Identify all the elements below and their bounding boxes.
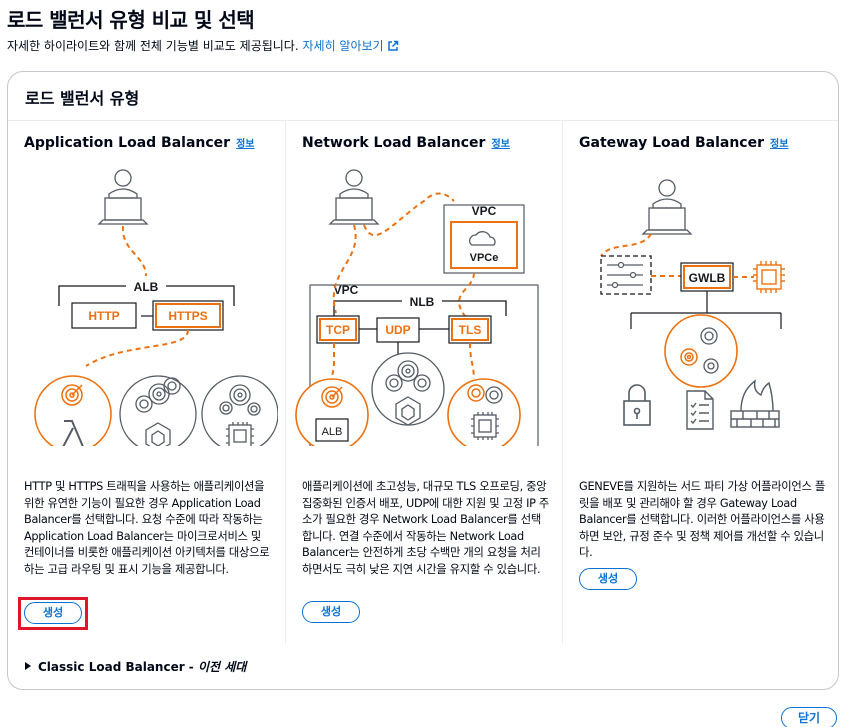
caret-right-icon	[25, 662, 31, 670]
user-icon	[328, 169, 380, 225]
highlight-box	[18, 597, 88, 630]
vpc-label: VPC	[334, 283, 359, 297]
lambda-target-group	[34, 375, 112, 446]
tls-label: TLS	[459, 323, 482, 337]
vpc-top-label: VPC	[472, 204, 497, 218]
alb-diagram: ALB HTTP HTTPS	[34, 169, 278, 446]
card-title-text: Network Load Balancer	[302, 135, 486, 151]
chip-icon	[753, 261, 785, 293]
tcp-label: TCP	[326, 323, 350, 337]
http-label: HTTP	[88, 309, 119, 323]
udp-label: UDP	[385, 323, 410, 337]
learn-more-link[interactable]: 자세히 알아보기	[303, 39, 399, 53]
lock-icon	[623, 384, 651, 426]
https-label: HTTPS	[168, 309, 207, 323]
page-description-text: 자세한 하이라이트와 함께 전체 기능별 비교도 제공됩니다.	[7, 39, 299, 53]
card-gateway-load-balancer: Gateway Load Balancer 정보 GWLB	[562, 121, 839, 644]
create-nlb-button[interactable]: 생성	[302, 601, 360, 623]
section-title: 로드 밸런서 유형	[25, 89, 140, 108]
card-title-text: Gateway Load Balancer	[579, 135, 764, 151]
appliance-icon	[607, 261, 643, 289]
lambda-icon	[62, 420, 84, 446]
page-description: 자세한 하이라이트와 함께 전체 기능별 비교도 제공됩니다. 자세히 알아보기	[7, 37, 399, 54]
classic-label: Classic Load Balancer -	[38, 660, 198, 674]
card-title-text: Application Load Balancer	[24, 135, 231, 151]
gwlb-label: GWLB	[689, 271, 726, 285]
card-description: 애플리케이션에 초고성능, 대규모 TLS 오프로딩, 중앙 집중화된 인증서 …	[302, 480, 550, 576]
user-icon	[97, 169, 149, 225]
document-checklist-icon	[686, 390, 714, 430]
info-link[interactable]: 정보	[491, 139, 510, 150]
card-application-load-balancer: Application Load Balancer 정보 ALB HTTP HTT…	[8, 121, 285, 644]
nlb-diagram: VPC VPCe VPC NLB TCP UDP TLS	[295, 169, 539, 446]
instance-target-group	[447, 378, 521, 446]
page-title: 로드 밸런서 유형 비교 및 선택	[7, 8, 255, 32]
card-description: HTTP 및 HTTPS 트래픽을 사용하는 애플리케이션을 위한 유연한 기능…	[24, 480, 270, 576]
firewall-icon	[730, 379, 780, 428]
create-gwlb-button[interactable]: 생성	[579, 568, 637, 590]
info-link[interactable]: 정보	[236, 139, 255, 150]
container-target-group	[119, 375, 197, 446]
instance-target-group	[201, 375, 278, 446]
info-link[interactable]: 정보	[770, 139, 789, 150]
card-title: Network Load Balancer 정보	[302, 135, 510, 151]
external-link-icon	[387, 40, 398, 51]
container-target-group	[371, 352, 445, 426]
user-icon	[641, 179, 693, 235]
vpce-label: VPCe	[470, 252, 499, 264]
card-description: GENEVE를 지원하는 서드 파티 가상 어플라이언스 플릿을 배포 및 관리…	[579, 480, 825, 559]
card-title: Application Load Balancer 정보	[24, 135, 255, 151]
create-alb-button[interactable]: 생성	[24, 602, 82, 624]
nlb-label: NLB	[410, 295, 435, 309]
alb-target-group: ALB	[295, 378, 369, 446]
header-divider	[8, 120, 838, 121]
close-button[interactable]: 닫기	[781, 707, 837, 727]
gwlb-diagram: GWLB	[600, 179, 785, 430]
cloud-icon	[469, 231, 496, 246]
load-balancer-types-container: 로드 밸런서 유형 Application Load Balancer 정보 AL…	[7, 71, 839, 690]
alb-target-label: ALB	[322, 426, 343, 438]
gwlb-target-group	[664, 314, 738, 388]
previous-generation-label: 이전 세대	[197, 660, 247, 674]
alb-label: ALB	[134, 280, 159, 294]
learn-more-label: 자세히 알아보기	[302, 39, 384, 53]
card-title: Gateway Load Balancer 정보	[579, 135, 788, 151]
classic-load-balancer-expander[interactable]: Classic Load Balancer - 이전 세대	[25, 658, 246, 675]
card-network-load-balancer: Network Load Balancer 정보 VPC VPCe VPC NLB	[285, 121, 562, 644]
